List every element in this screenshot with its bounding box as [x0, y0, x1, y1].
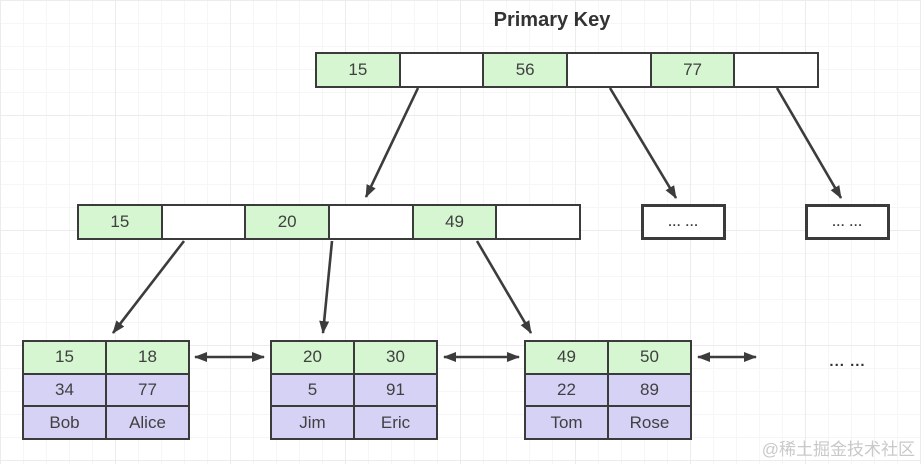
arrow-internal-to-leaf-2: [319, 240, 334, 334]
arrow-internal-to-leaf-1: [111, 240, 186, 334]
more-internal-node-1: ... ...: [641, 204, 726, 240]
leaf-value-cell: 77: [106, 373, 189, 407]
ellipsis-more-leaves: ... ...: [829, 352, 866, 370]
leaf-page-3: 49 50 22 89 Tom Rose: [524, 340, 692, 440]
diagram-title: Primary Key: [493, 9, 611, 31]
leaf-value-cell: 91: [354, 373, 437, 407]
root-pointer-cell: [399, 53, 484, 87]
leaf-value-cell: Bob: [23, 406, 106, 439]
root-key-cell: 77: [650, 53, 735, 87]
ellipsis-label: ... ...: [832, 215, 863, 229]
internal-key-cell: 15: [78, 205, 162, 239]
arrow-root-to-more-2: [775, 87, 843, 199]
leaf-value-cell: Tom: [525, 406, 608, 439]
internal-pointer-cell: [329, 205, 413, 239]
root-key-cell: 56: [483, 53, 568, 87]
leaf-key-cell: 30: [354, 341, 437, 374]
leaf-value-cell: Alice: [106, 406, 189, 439]
root-node: 15 56 77: [315, 52, 819, 88]
internal-node: 15 20 49: [77, 204, 581, 240]
leaf-value-cell: 89: [608, 373, 691, 407]
ellipsis-label: ... ...: [668, 215, 699, 229]
internal-pointer-cell: [496, 205, 581, 239]
leaf-key-cell: 50: [608, 341, 691, 374]
internal-key-cell: 49: [412, 205, 497, 239]
leaf-value-cell: 5: [271, 373, 354, 407]
watermark: @稀土掘金技术社区: [761, 440, 915, 459]
leaf-page-2: 20 30 5 91 Jim Eric: [270, 340, 438, 440]
leaf-value-cell: 22: [525, 373, 608, 407]
leaf-page-1: 15 18 34 77 Bob Alice: [22, 340, 190, 440]
arrow-root-to-internal: [364, 87, 420, 198]
root-pointer-cell: [567, 53, 651, 87]
leaf-value-cell: 34: [23, 373, 106, 407]
leaf-value-cell: Jim: [271, 406, 354, 439]
leaf-key-cell: 49: [525, 341, 608, 374]
internal-pointer-cell: [161, 205, 246, 239]
leaf-key-cell: 15: [23, 341, 106, 374]
arrow-internal-to-leaf-3: [475, 240, 533, 334]
leaf-value-cell: Eric: [354, 406, 437, 439]
root-pointer-cell: [734, 53, 819, 87]
arrow-root-to-more-1: [608, 87, 678, 199]
internal-key-cell: 20: [245, 205, 330, 239]
more-internal-node-2: ... ...: [805, 204, 890, 240]
leaf-key-cell: 18: [106, 341, 189, 374]
leaf-value-cell: Rose: [608, 406, 691, 439]
root-key-cell: 15: [316, 53, 400, 87]
leaf-key-cell: 20: [271, 341, 354, 374]
